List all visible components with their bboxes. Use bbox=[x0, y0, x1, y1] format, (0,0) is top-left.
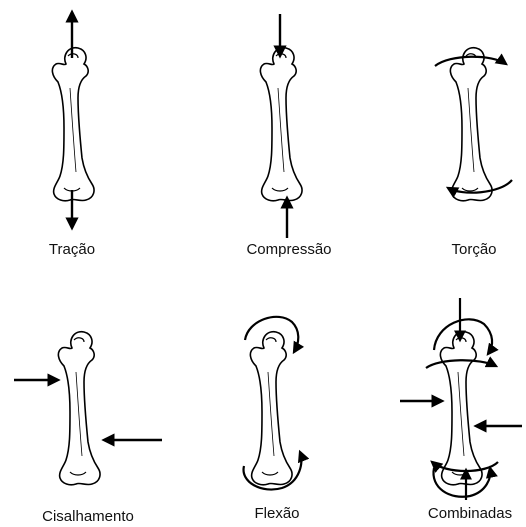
label-combinadas: Combinadas bbox=[428, 505, 512, 522]
femur-bone bbox=[250, 332, 292, 485]
label-torcao: Torção bbox=[451, 241, 496, 258]
label-tracao: Tração bbox=[49, 241, 95, 258]
femur-bone bbox=[440, 332, 482, 485]
label-compressao: Compressão bbox=[246, 241, 331, 258]
panel-compressao bbox=[260, 14, 302, 238]
panel-combinadas bbox=[400, 298, 522, 500]
label-cisalhamento: Cisalhamento bbox=[42, 508, 134, 525]
panel-tracao bbox=[52, 12, 94, 228]
panel-flexao bbox=[244, 317, 302, 490]
femur-bone bbox=[450, 48, 492, 201]
panel-torcao bbox=[435, 48, 512, 201]
label-flexao: Flexão bbox=[254, 505, 299, 522]
panel-cisalhamento bbox=[14, 332, 162, 485]
femur-bone bbox=[58, 332, 100, 485]
femur-bone bbox=[52, 48, 94, 201]
femur-bone bbox=[260, 48, 302, 201]
